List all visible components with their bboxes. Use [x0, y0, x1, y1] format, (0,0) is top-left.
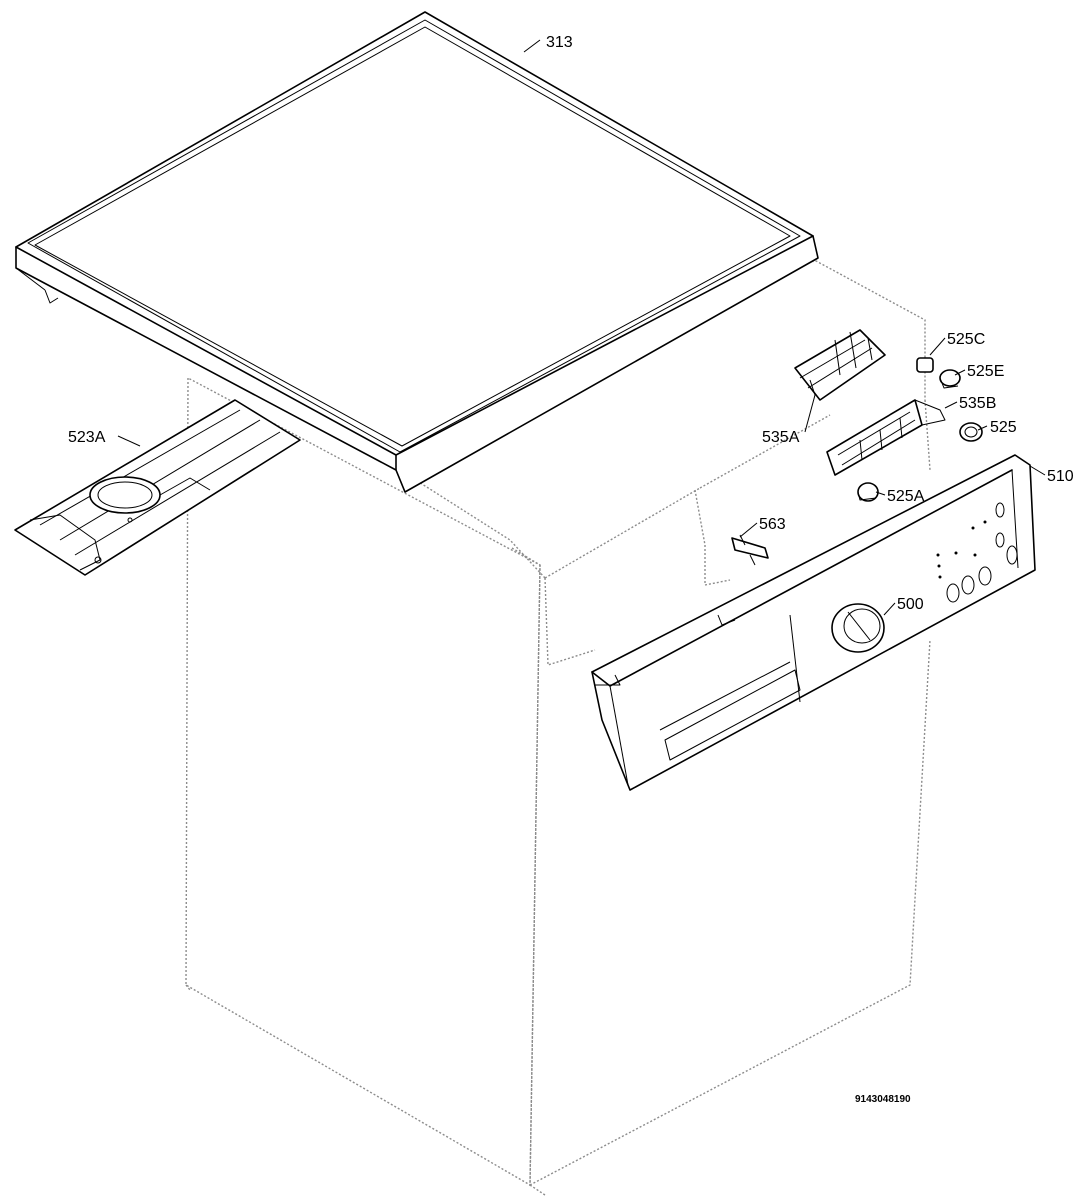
- callout-525c: 525C: [947, 331, 985, 348]
- electronic-module-535a: [794, 329, 886, 401]
- cabinet-body: [185, 254, 931, 1196]
- rail-bracket-part: [14, 399, 301, 576]
- top-lid-part: [15, 11, 819, 493]
- callout-510: 510: [1047, 468, 1074, 485]
- display-board-535b: [826, 399, 946, 476]
- drawing-code: 9143048190: [855, 1094, 911, 1105]
- callout-525a: 525A: [887, 488, 925, 505]
- control-panel-part: [591, 454, 1036, 791]
- light-pipe-525c: [916, 357, 934, 373]
- callout-500: 500: [897, 596, 924, 613]
- button-525a: [857, 482, 879, 502]
- callout-525: 525: [990, 419, 1017, 436]
- connector-563: [731, 534, 769, 566]
- callout-313: 313: [546, 34, 573, 51]
- callout-563: 563: [759, 516, 786, 533]
- leader-lines: [117, 39, 1046, 616]
- callout-523a: 523A: [68, 429, 106, 446]
- callout-535b: 535B: [959, 395, 996, 412]
- callout-525e: 525E: [967, 363, 1004, 380]
- knob-525: [959, 422, 983, 442]
- button-525e: [939, 369, 961, 389]
- callout-535a: 535A: [762, 429, 800, 446]
